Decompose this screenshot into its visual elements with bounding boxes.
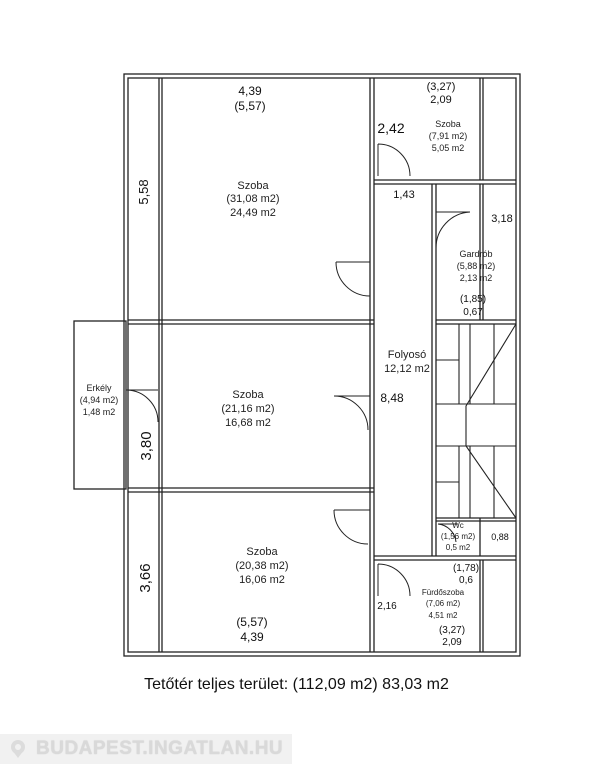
wc-gross: (1,56 m2) [441, 532, 476, 541]
szoba3-gross: (21,16 m2) [221, 403, 274, 415]
gardrob-extra-net: 0,67 [463, 307, 483, 318]
total-area-caption: Tetőtér teljes terület: (112,09 m2) 83,0… [144, 676, 449, 693]
szoba2-width-gross: (3,27) [427, 81, 456, 93]
szoba4-net: 16,06 m2 [239, 574, 285, 586]
szoba2-net: 5,05 m2 [432, 143, 465, 153]
furdo-side: 2,16 [377, 601, 397, 612]
furdo-width-gross: (3,27) [439, 625, 465, 636]
szoba1-name: Szoba [237, 180, 269, 192]
watermark-text: BUDAPEST.INGATLAN.HU [36, 738, 284, 759]
furdo-name: Fürdőszoba [422, 588, 465, 597]
erkely-gross: (4,94 m2) [80, 395, 119, 405]
folyoso-length: 8,48 [380, 391, 404, 405]
staircase [436, 323, 517, 519]
gardrob-extra-gross: (1,85) [460, 294, 486, 305]
szoba2-side: 2,42 [377, 120, 404, 136]
walls [73, 73, 521, 657]
wc-name: Wc [452, 521, 464, 530]
szoba4-gross: (20,38 m2) [235, 560, 288, 572]
furdo-gross: (7,06 m2) [426, 599, 461, 608]
szoba4-width-gross: (5,57) [236, 615, 267, 629]
szoba2-name: Szoba [435, 119, 461, 129]
szoba1-width-gross: (5,57) [234, 99, 265, 113]
wc-net: 0,5 m2 [446, 543, 471, 552]
szoba2-gross: (7,91 m2) [429, 131, 468, 141]
gardrob-gross: (5,88 m2) [457, 261, 496, 271]
szoba3-name: Szoba [232, 389, 264, 401]
erkely-net: 1,48 m2 [83, 407, 116, 417]
furdo-dim-gross: (1,78) [453, 563, 479, 574]
doors [125, 143, 471, 597]
location-pin-icon [8, 739, 28, 759]
wc-side: 0,88 [491, 532, 509, 542]
szoba4-width: 4,39 [240, 630, 264, 644]
szoba1-width: 4,39 [238, 84, 262, 98]
szoba1-net: 24,49 m2 [230, 207, 276, 219]
szoba2-width: 2,09 [430, 94, 451, 106]
szoba4-name: Szoba [246, 546, 278, 558]
erkely-name: Erkély [86, 383, 112, 393]
szoba1-height: 5,58 [136, 179, 151, 204]
furdo-net: 4,51 m2 [429, 611, 458, 620]
folyoso-name: Folyosó [388, 349, 427, 361]
szoba3-net: 16,68 m2 [225, 417, 271, 429]
folyoso-width: 1,43 [393, 189, 414, 201]
furdo-dim: 0,6 [459, 575, 473, 586]
furdo-width: 2,09 [442, 637, 462, 648]
szoba1-gross: (31,08 m2) [226, 193, 279, 205]
szoba3-height: 3,80 [138, 431, 155, 460]
szoba4-height: 3,66 [137, 563, 154, 592]
gardrob-name: Gardrób [459, 249, 492, 259]
folyoso-area: 12,12 m2 [384, 363, 430, 375]
watermark-logo: BUDAPEST.INGATLAN.HU [0, 734, 292, 764]
gardrob-net: 2,13 m2 [460, 273, 493, 283]
gardrob-side: 3,18 [491, 213, 512, 225]
